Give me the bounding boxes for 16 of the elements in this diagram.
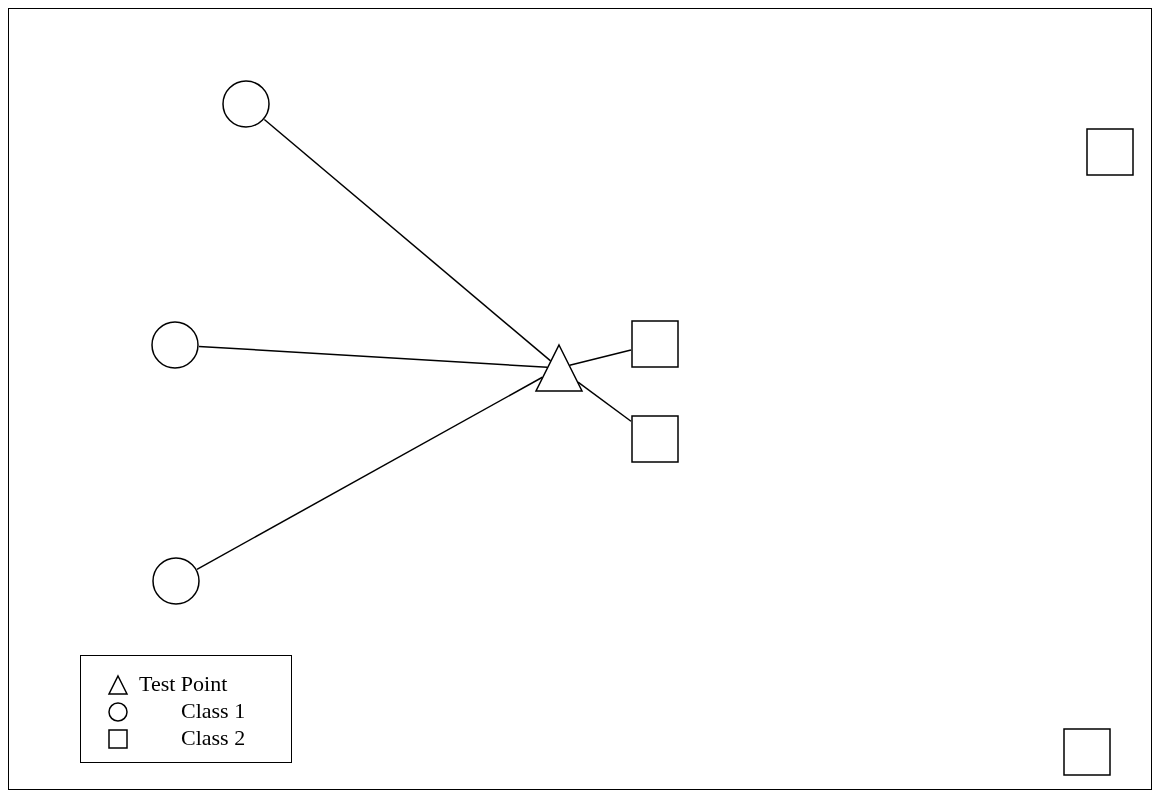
legend-label: Class 2: [181, 726, 246, 750]
legend-label: Test Point: [139, 672, 228, 696]
connector-line: [568, 349, 632, 367]
circle-marker: [222, 80, 270, 128]
square-marker: [1086, 128, 1134, 176]
connector-line: [577, 381, 632, 422]
connector-line: [263, 118, 552, 362]
triangle-marker: [535, 344, 583, 392]
square-marker: [631, 415, 679, 463]
square-marker: [1063, 728, 1111, 776]
connector-line: [196, 376, 544, 571]
legend-label: Class 1: [181, 699, 246, 723]
circle-marker: [151, 321, 199, 369]
connector-line: [198, 345, 549, 369]
circle-marker: [152, 557, 200, 605]
square-marker: [631, 320, 679, 368]
